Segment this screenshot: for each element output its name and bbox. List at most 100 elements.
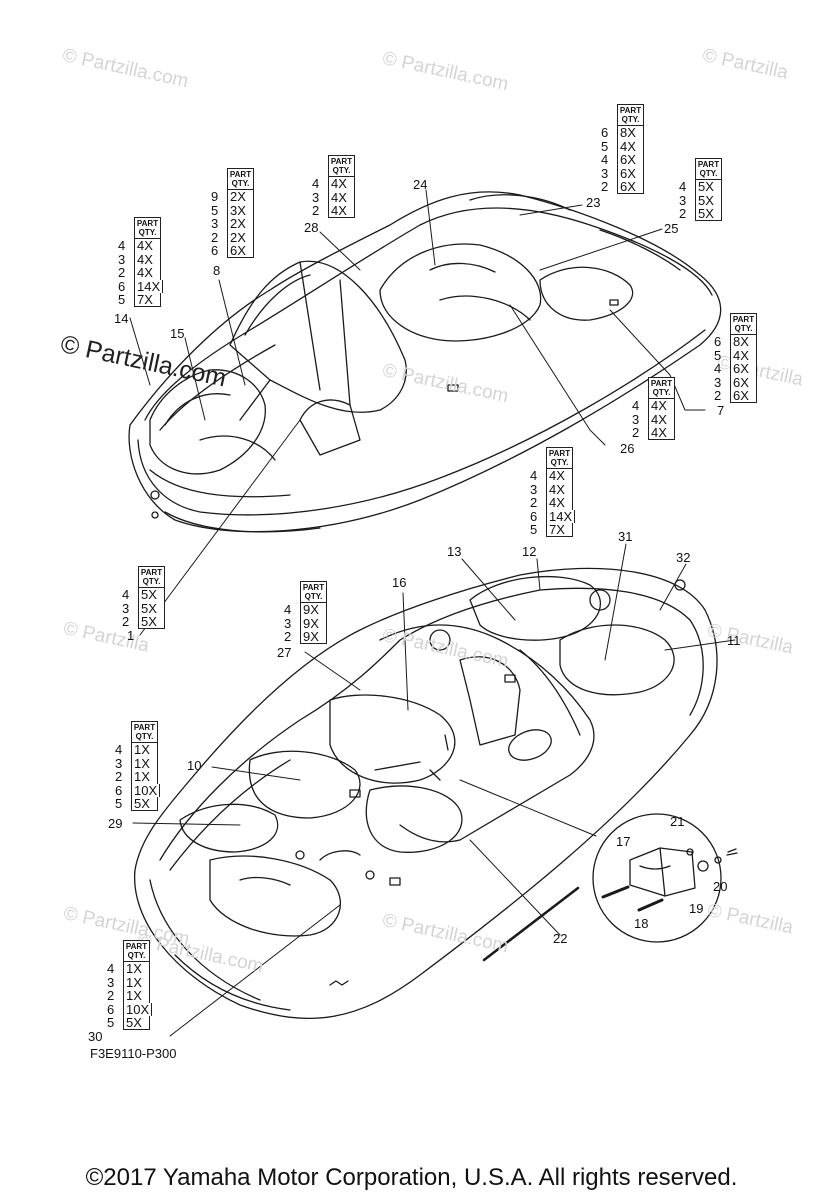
leader-lines (129, 189, 736, 1037)
qty-code: 6 (601, 125, 609, 140)
qty-table-header-line: QTY. (127, 951, 146, 960)
qty-value: 2X (227, 217, 254, 231)
qty-value: 7X (134, 293, 161, 307)
callout-26: 26 (620, 441, 635, 456)
callout-14: 14 (114, 311, 129, 326)
qty-table-header-line: PART (229, 170, 252, 179)
callout-7: 7 (717, 403, 725, 418)
qty-table-header-line: PART (125, 942, 148, 951)
qty-value: 4X (546, 496, 573, 510)
qty-value: 1X (123, 989, 150, 1003)
qty-code: 5 (714, 347, 722, 363)
callout-25: 25 (664, 221, 679, 236)
qty-code: 3 (714, 374, 722, 390)
qty-value: 6X (617, 153, 644, 167)
qty-value: 10X (131, 783, 161, 797)
qty-code: 6 (211, 243, 219, 258)
qty-code: 2 (714, 388, 722, 403)
callout-11: 11 (727, 633, 741, 648)
qty-code: 4 (284, 602, 292, 617)
callout-19: 19 (689, 901, 704, 916)
qty-value: 6X (227, 244, 254, 258)
callout-17: 17 (616, 834, 631, 849)
callout-12: 12 (522, 544, 537, 559)
qty-value: 1X (131, 756, 158, 770)
diagram-code: F3E9110-P300 (90, 1046, 177, 1061)
qty-value: 4X (134, 266, 161, 280)
qty-code: 5 (211, 202, 219, 218)
qty-table-row: 5 3X (211, 202, 254, 218)
qty-value: 4X (328, 190, 355, 204)
qty-table-row: 3 4X (530, 481, 575, 497)
qty-value: 4X (546, 482, 573, 496)
qty-code: 6 (115, 782, 123, 798)
qty-value: 5X (138, 588, 165, 602)
qty-code: 5 (118, 292, 126, 307)
qty-code: 2 (601, 179, 609, 194)
qty-value: 8X (617, 126, 644, 140)
qty-code: 6 (118, 278, 126, 294)
lower-boat-illustration (134, 567, 718, 1019)
detail-inset-illustration (482, 813, 738, 962)
qty-value: 2X (227, 230, 254, 244)
qty-code: 6 (530, 508, 538, 524)
qty-code: 4 (679, 179, 687, 194)
qty-value: 3X (227, 203, 254, 217)
qty-value: 5X (123, 1016, 150, 1030)
qty-table-header-line: QTY. (734, 324, 753, 333)
qty-code: 3 (118, 251, 126, 267)
callout-18: 18 (634, 916, 649, 931)
qty-table-header-line: PART (732, 315, 755, 324)
qty-table-header-line: PART (697, 160, 720, 169)
callout-1: 1 (127, 628, 135, 643)
qty-value: 1X (131, 770, 158, 784)
qty-code: 3 (601, 165, 609, 181)
qty-value: 5X (138, 601, 165, 615)
qty-code: 4 (312, 176, 320, 191)
qty-code: 2 (284, 629, 292, 644)
qty-value: 4X (546, 469, 573, 483)
qty-code: 2 (211, 229, 219, 245)
qty-value: 6X (730, 375, 757, 389)
qty-value: 4X (134, 252, 161, 266)
qty-code: 3 (530, 481, 538, 497)
qty-value: 8X (730, 335, 757, 349)
qty-table-header-line: QTY. (142, 577, 161, 586)
qty-code: 4 (601, 152, 609, 167)
qty-table-header-line: PART (650, 379, 673, 388)
qty-code: 5 (530, 522, 538, 537)
qty-table-header-line: QTY. (699, 169, 718, 178)
qty-code: 6 (107, 1001, 115, 1017)
qty-code: 3 (632, 411, 640, 427)
qty-value: 4X (648, 399, 675, 413)
qty-table-header-line: PART (619, 106, 642, 115)
qty-value: 4X (730, 348, 757, 362)
qty-table-header-line: QTY. (332, 166, 351, 175)
